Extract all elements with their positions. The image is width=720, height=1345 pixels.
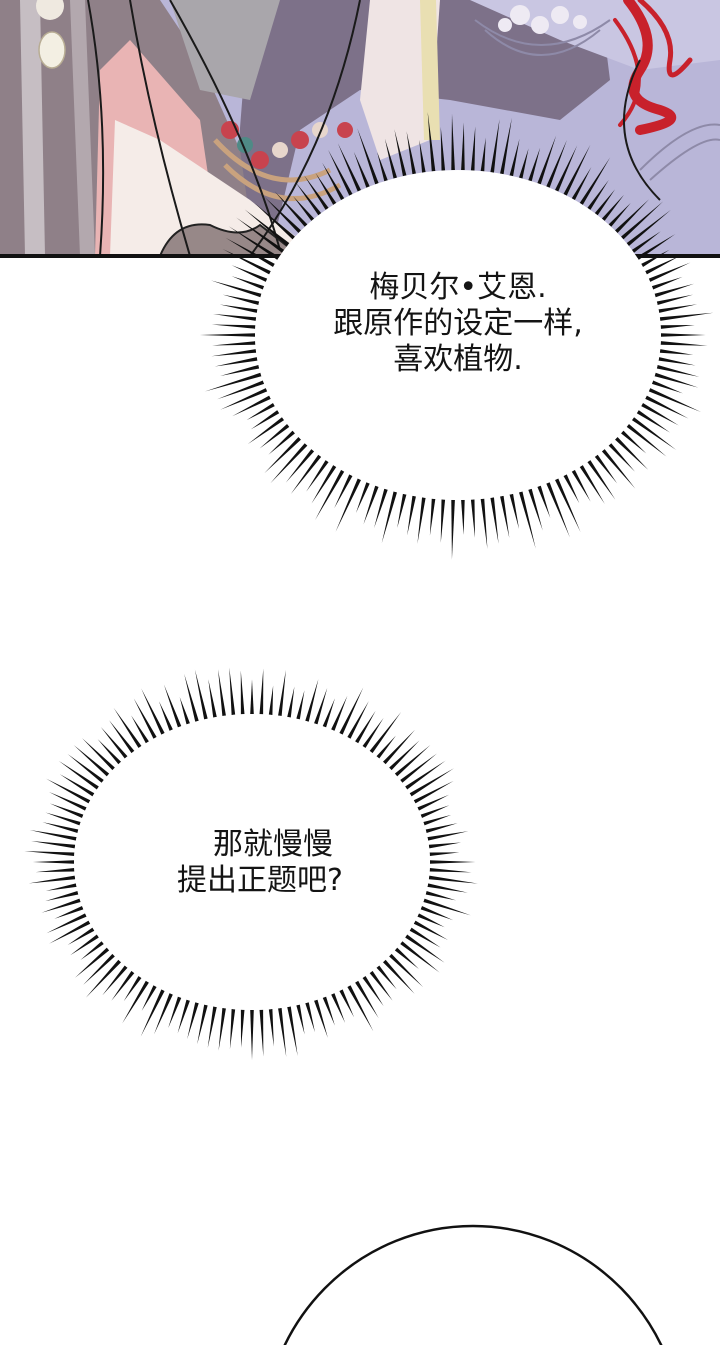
- bubble-1-text: 梅贝尔•艾恩. 跟原作的设定一样, 喜欢植物.: [258, 270, 658, 378]
- bubble-2-line-2: 提出正题吧?: [177, 863, 343, 898]
- bubble-1-line-3: 喜欢植物.: [393, 342, 523, 377]
- speech-bubble-2: 那就慢慢 提出正题吧?: [0, 620, 720, 1100]
- speech-bubble-1: 梅贝尔•艾恩. 跟原作的设定一样, 喜欢植物.: [0, 0, 720, 600]
- burst-bubble-outline: [24, 667, 478, 1061]
- burst-bubble-outline: [199, 111, 714, 560]
- bubble-2-text: 那就慢慢 提出正题吧?: [115, 827, 405, 899]
- bubble-1-line-1: 梅贝尔•艾恩.: [369, 270, 547, 305]
- bubble-1-line-2: 跟原作的设定一样,: [333, 306, 583, 341]
- bubble-2-line-1: 那就慢慢: [213, 827, 333, 862]
- character-illustration: [0, 0, 720, 256]
- illustration-panel: [0, 0, 720, 256]
